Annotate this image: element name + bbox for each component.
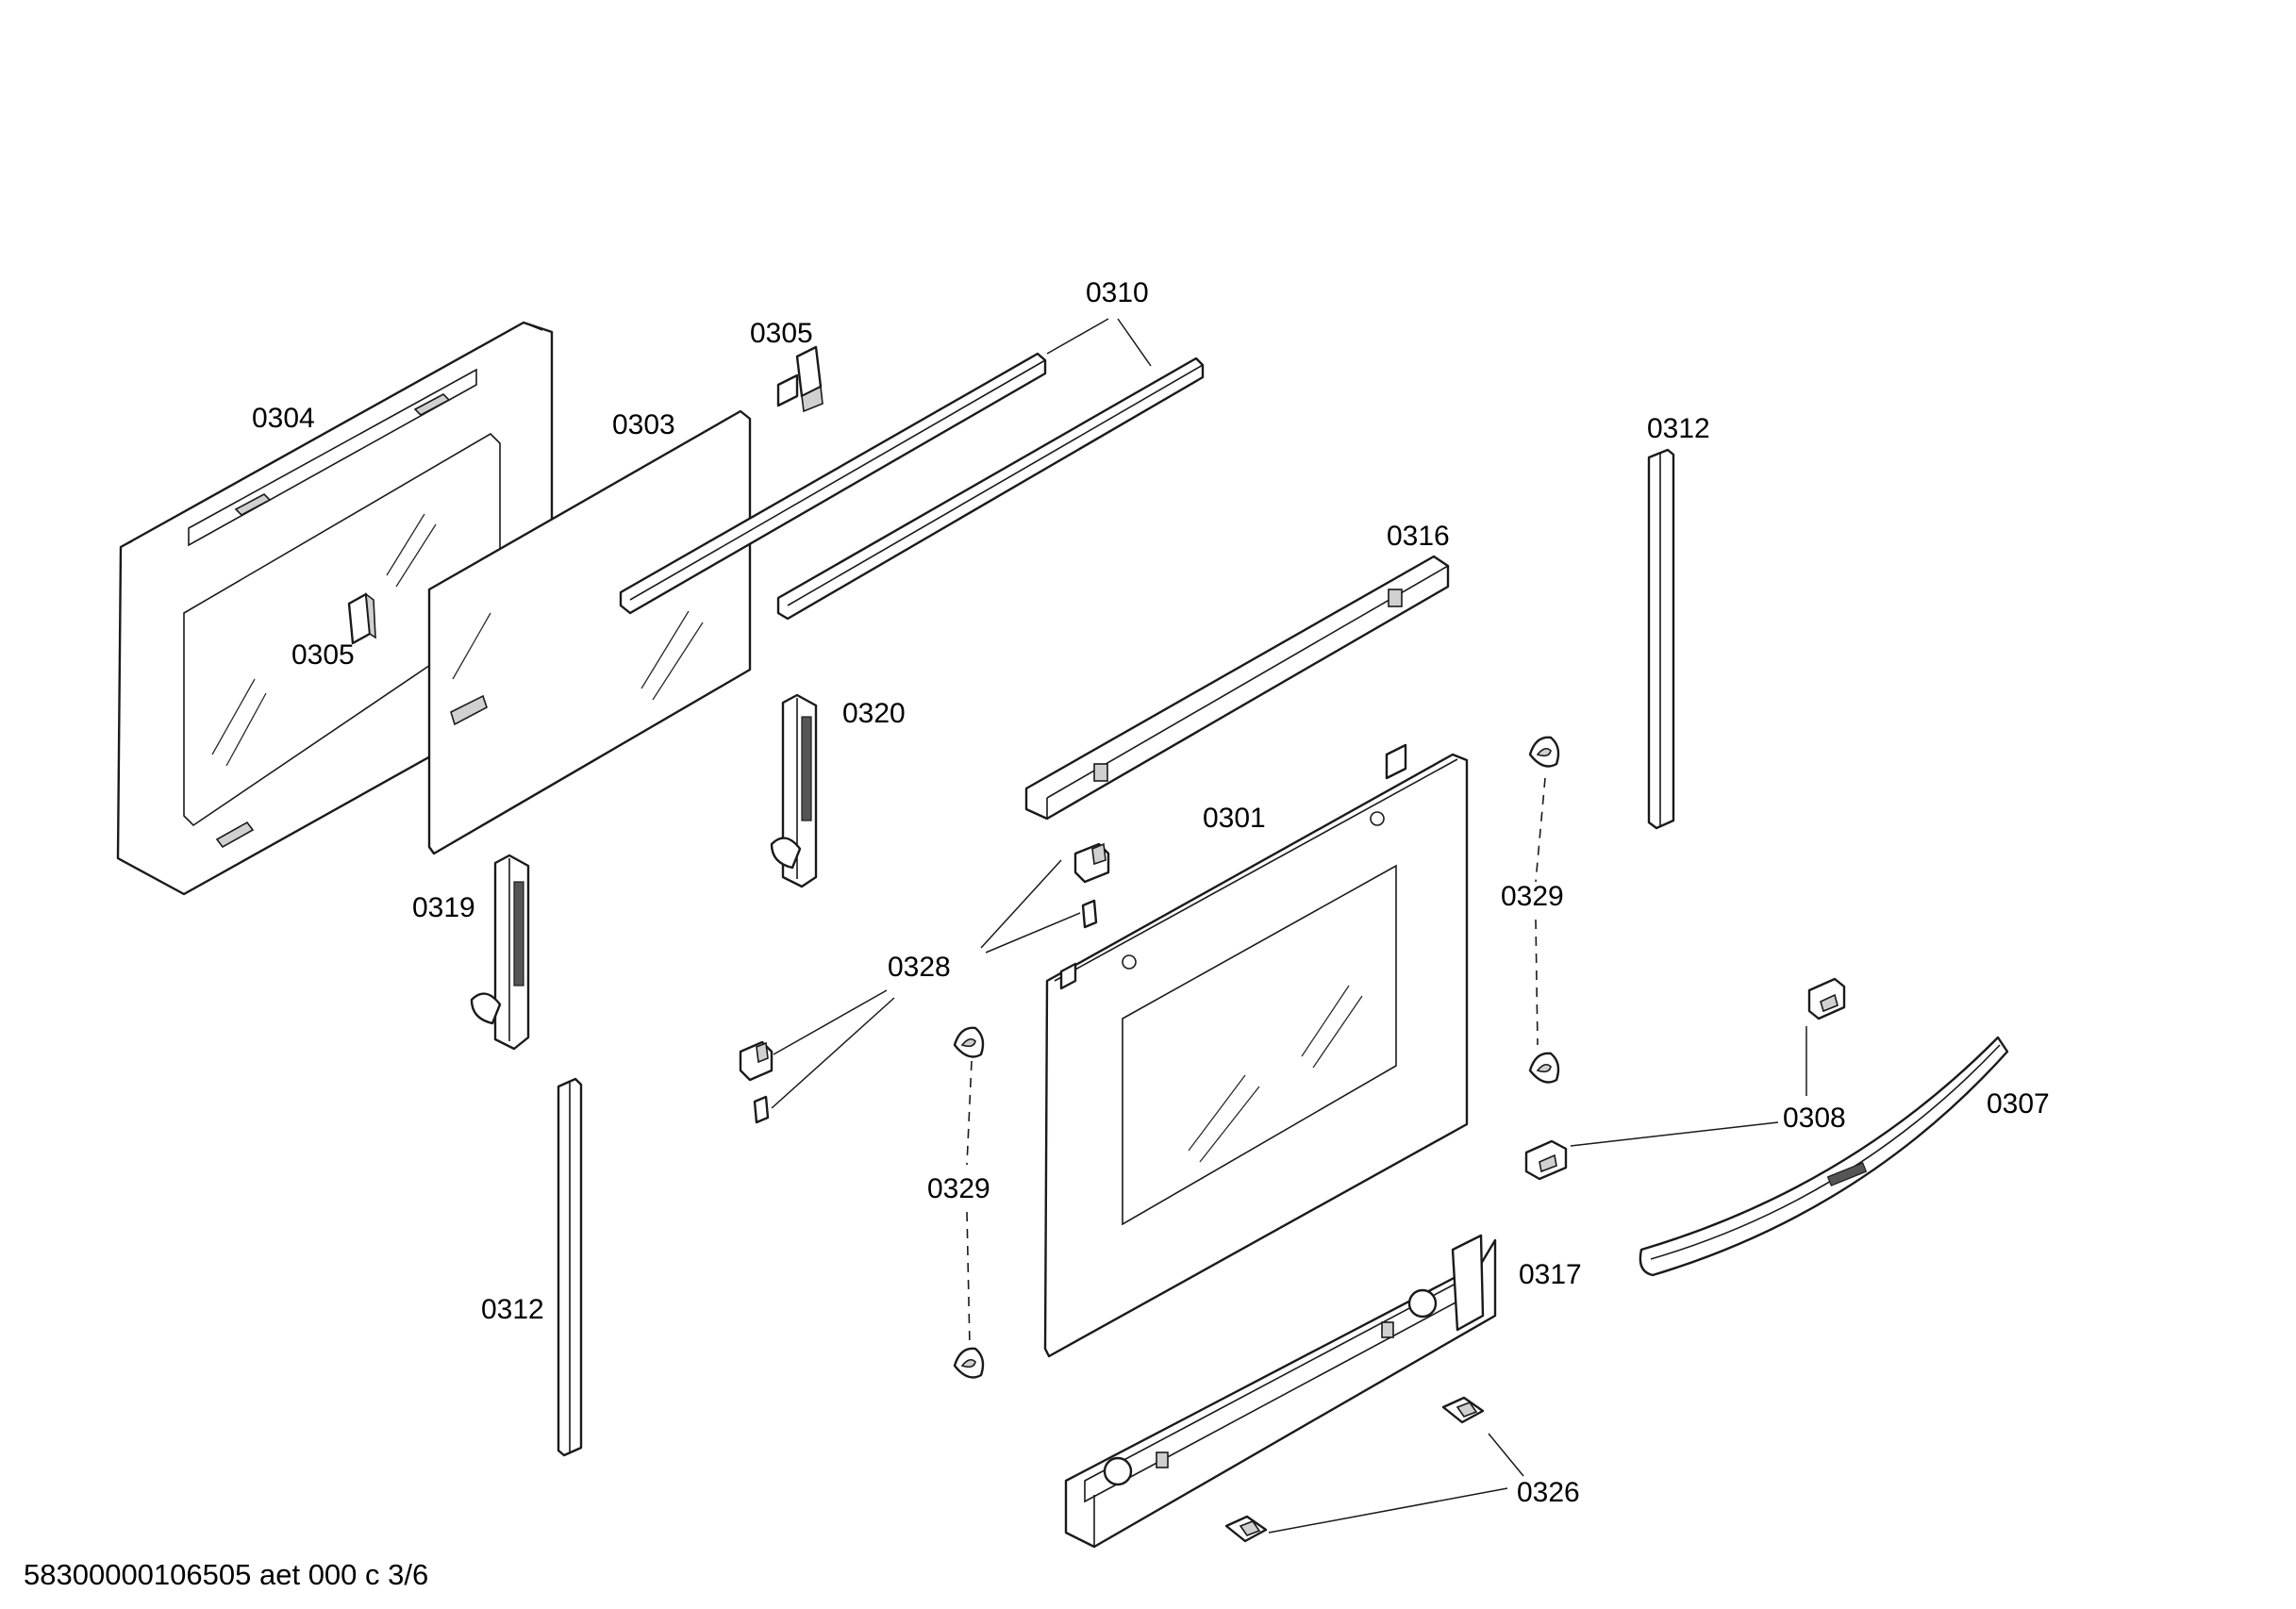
callout-0305-mid: 0305: [291, 639, 355, 671]
part-0301-door-panel: [1043, 743, 1469, 1358]
footer-document-code: 58300000106505 aet 000 c 3/6: [24, 1558, 428, 1591]
leader-lines: [771, 318, 1807, 1534]
part-0310-strip-b: [776, 357, 1205, 621]
callout-0307: 0307: [1987, 1088, 2050, 1120]
callout-0328: 0328: [888, 952, 951, 983]
part-0308-block-lower: [1524, 1139, 1568, 1181]
part-0310-strip-a: [619, 352, 1047, 615]
part-0305-clip-top: [776, 345, 824, 413]
part-0307-handle: [1639, 1036, 2009, 1277]
part-0328-block-upper: [1073, 842, 1110, 884]
callout-0329-right: 0329: [1501, 881, 1564, 912]
part-0329-bumper-right-top: [1528, 736, 1560, 768]
part-0326-clip-lower: [1224, 1515, 1268, 1543]
part-0303-inner-glass: [427, 409, 752, 855]
callout-0301: 0301: [1203, 803, 1266, 834]
part-0320-hinge: [770, 693, 818, 888]
part-0328-nut-upper: [1081, 899, 1098, 929]
callout-0312-bottom: 0312: [481, 1294, 544, 1325]
part-0329-bumper-left-bottom: [953, 1347, 985, 1379]
callout-0312-top: 0312: [1647, 413, 1710, 444]
part-0319-hinge: [470, 854, 530, 1051]
callout-0320: 0320: [842, 698, 906, 729]
part-0305-clip-mid: [347, 592, 376, 645]
part-0316-top-rail: [1024, 555, 1450, 821]
part-0328-block-lower: [739, 1040, 774, 1082]
callout-0310: 0310: [1086, 277, 1149, 308]
callout-0319: 0319: [412, 892, 475, 923]
part-0329-bumper-left-top: [953, 1026, 985, 1058]
callout-0305-top: 0305: [750, 318, 813, 349]
part-0308-block-upper: [1807, 977, 1846, 1020]
callout-labels: 0304 0303 0305 0305 0310 0312 0316 0320 …: [252, 277, 2050, 1508]
callout-0308: 0308: [1783, 1103, 1846, 1134]
callout-0317: 0317: [1519, 1259, 1582, 1290]
part-0312-right-strip: [1647, 448, 1675, 830]
callout-0326: 0326: [1517, 1477, 1580, 1508]
part-0328-nut-lower: [753, 1095, 770, 1124]
callout-0304: 0304: [252, 403, 315, 434]
callout-0329-left: 0329: [927, 1173, 990, 1204]
part-0312-left-strip: [557, 1077, 583, 1457]
callout-0303: 0303: [612, 409, 675, 440]
part-0326-clip-upper: [1441, 1396, 1485, 1424]
callout-0316: 0316: [1387, 521, 1450, 552]
part-0317-bottom-profile: [1064, 1234, 1497, 1549]
part-0329-bumper-right-bottom: [1528, 1052, 1560, 1084]
